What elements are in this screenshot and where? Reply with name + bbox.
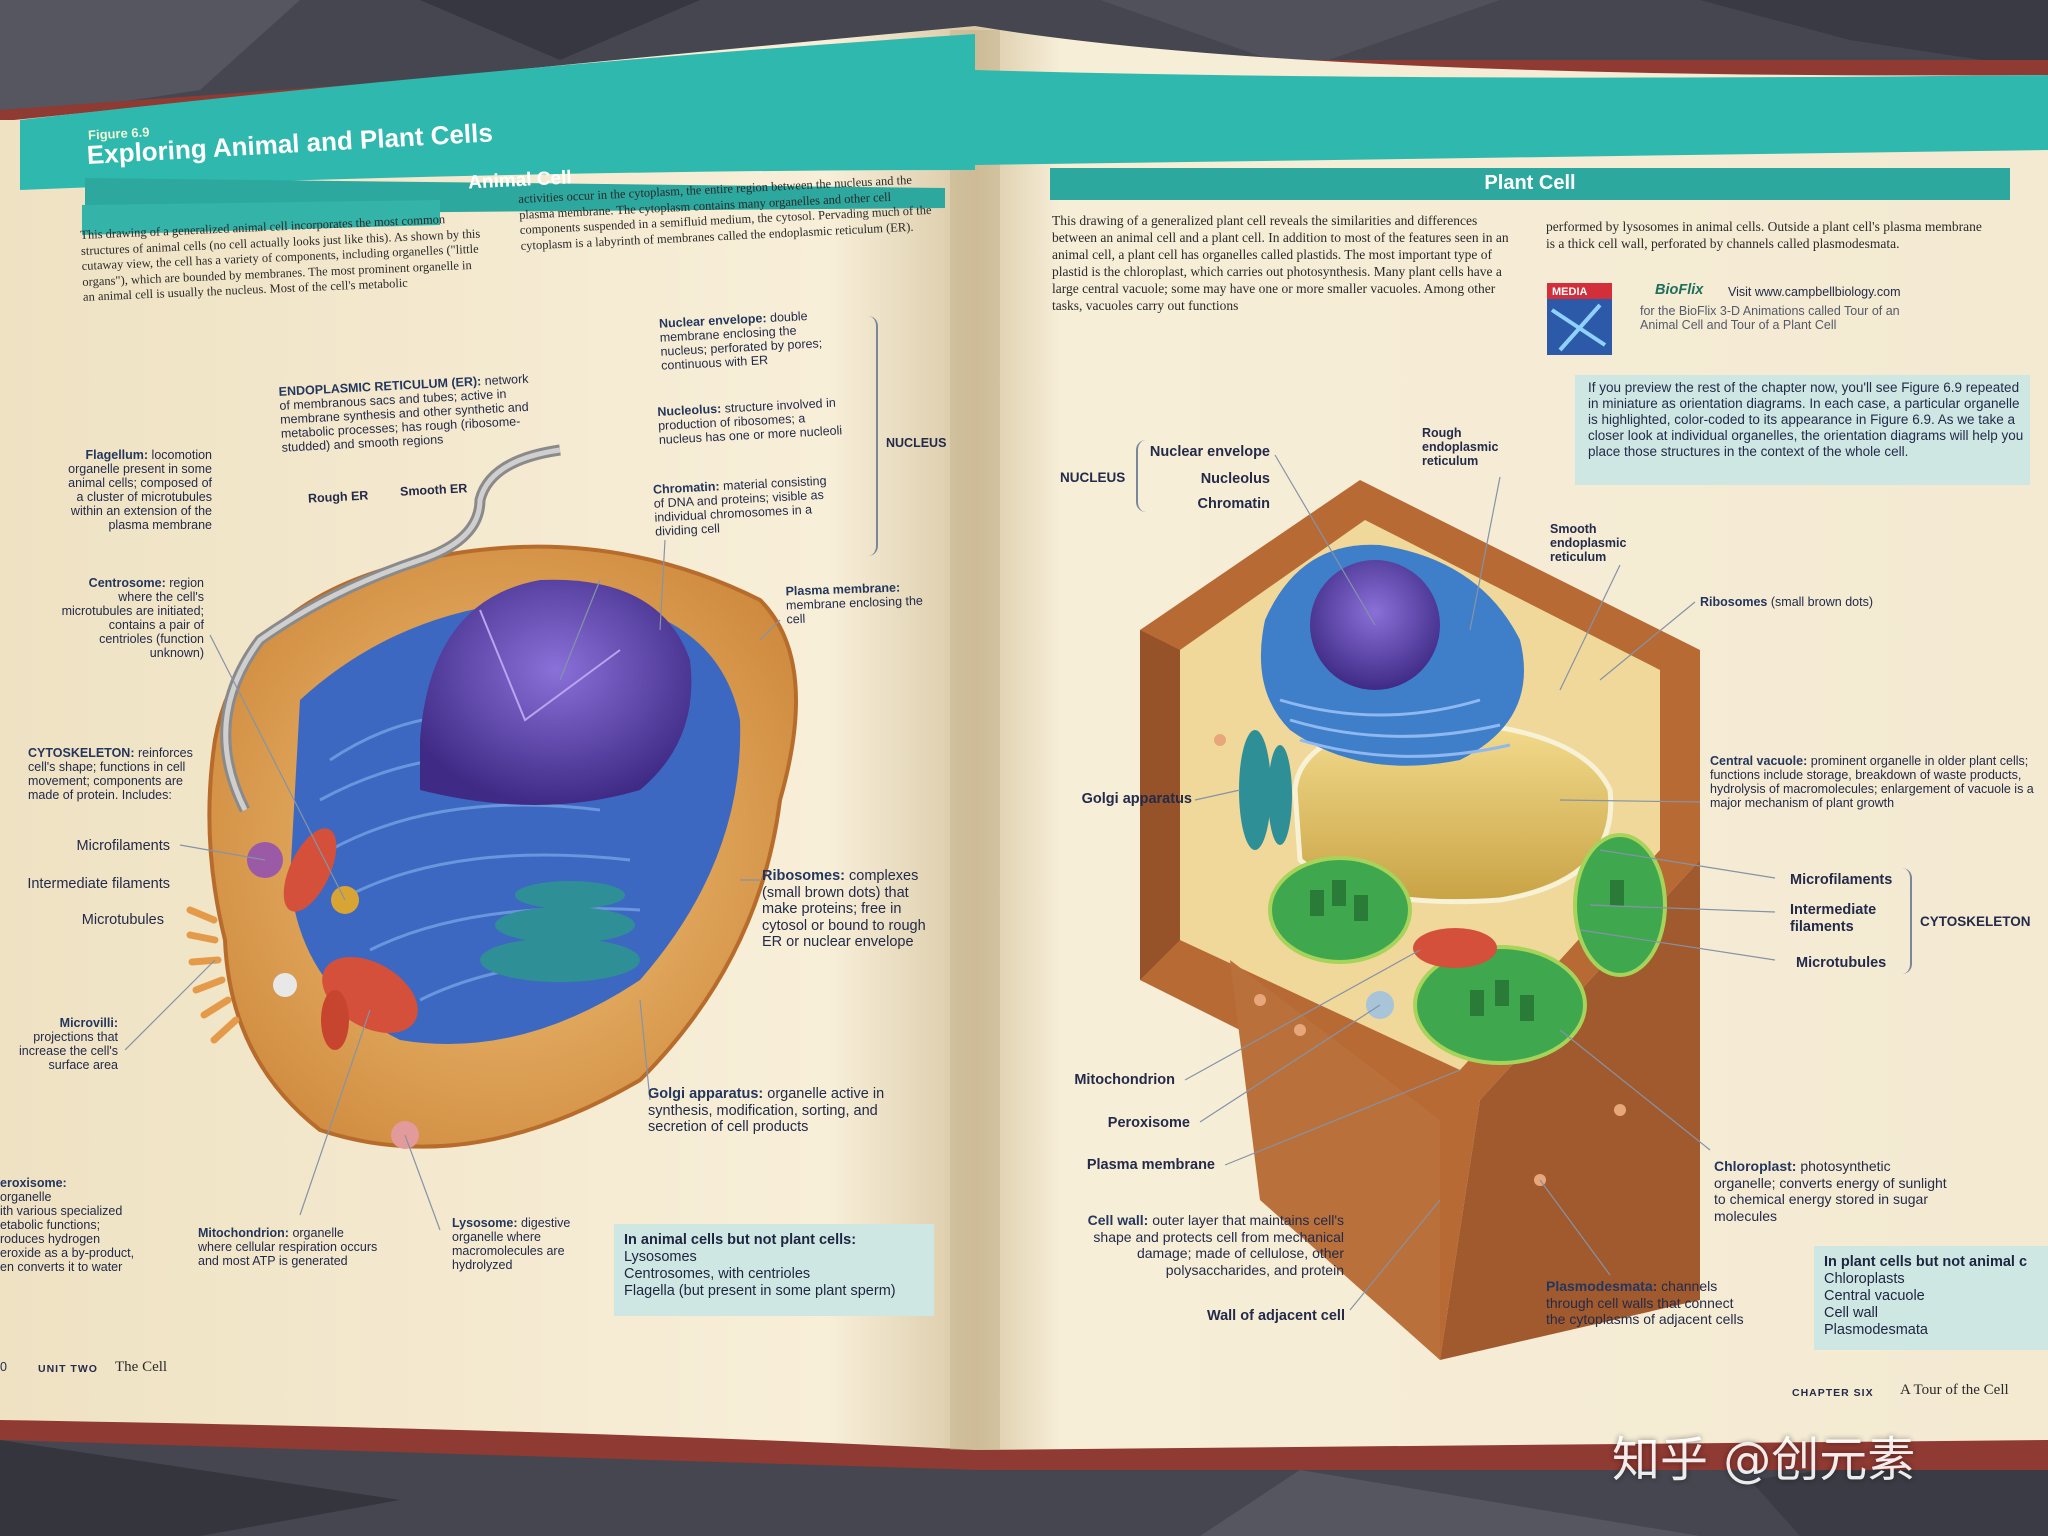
plant-cell-illustration xyxy=(1140,480,1700,1360)
cytoskeleton-plant-label: CYTOSKELETON xyxy=(1920,914,2031,929)
golgi-label: Golgi apparatus: organelle active in syn… xyxy=(648,1086,908,1136)
central-vacuole-label: Central vacuole: prominent organelle in … xyxy=(1710,754,2046,810)
media-badge: MEDIA xyxy=(1552,286,1588,298)
flagellum-title: Flagellum: xyxy=(85,448,149,462)
ribosomes-title: Ribosomes: xyxy=(762,868,845,884)
plasma-membrane-desc: membrane enclosing the cell xyxy=(785,593,924,627)
preview-note: If you preview the rest of the chapter n… xyxy=(1588,380,2024,459)
microvilli-desc: projections that increase the cell's sur… xyxy=(19,1030,118,1072)
centrosome-label: Centrosome: region where the cell's micr… xyxy=(56,576,204,660)
plant-nucleus-label: NUCLEUS xyxy=(1060,470,1126,485)
animal-callout-title: In animal cells but not plant cells: xyxy=(624,1232,857,1248)
chromatin-label: Chromatin: material consisting of DNA an… xyxy=(653,473,836,539)
central-vacuole-desc: prominent organelle in older plant cells… xyxy=(1710,754,2034,810)
plant-only-callout: In plant cells but not animal c Chloropl… xyxy=(1814,1246,2048,1350)
bioflix-visit: Visit www.campbellbiology.com xyxy=(1728,285,1901,299)
bioflix-brand: BioFlix xyxy=(1655,282,1704,298)
microtubules-plant-label: Microtubules xyxy=(1796,955,1887,971)
flagellum-label: Flagellum: locomotion organelle present … xyxy=(62,448,212,532)
central-vacuole-title: Central vacuole: xyxy=(1710,754,1808,768)
animal-callout-item: Centrosomes, with centrioles xyxy=(624,1266,811,1282)
lysosome-label: Lysosome: digestive organelle where macr… xyxy=(452,1216,590,1272)
nucleolus-plant-label: Nucleolus xyxy=(1200,471,1270,487)
cytoskeleton-bracket xyxy=(1900,868,1912,974)
mitochondrion-label: Mitochondrion: organelle where cellular … xyxy=(198,1226,378,1268)
cytoskeleton-desc: reinforces cell's shape; functions in ce… xyxy=(28,746,193,802)
golgi-plant-label: Golgi apparatus xyxy=(1081,791,1192,807)
wall-adjacent-label: Wall of adjacent cell xyxy=(1206,1308,1345,1324)
intermediate-filaments-label: Intermediate filaments xyxy=(27,876,170,892)
flagellum-desc: locomotion organelle present in some ani… xyxy=(68,448,212,532)
bioflix-desc: for the BioFlix 3-D Animations called To… xyxy=(1640,304,1900,332)
plant-intro-col2: performed by lysosomes in animal cells. … xyxy=(1546,219,1982,251)
ribosomes-plant-desc: (small brown dots) xyxy=(1770,595,1873,609)
plasmodesmata-label: Plasmodesmata: channels through cell wal… xyxy=(1546,1278,1756,1328)
plant-callout-title: In plant cells but not animal c xyxy=(1824,1254,2028,1270)
centrosome-desc: region where the cell's microtubules are… xyxy=(61,576,204,660)
centrosome-title: Centrosome: xyxy=(88,576,166,590)
mitochondrion-title: Mitochondrion: xyxy=(198,1226,289,1240)
chloroplast-desc: photosynthetic organelle; converts energ… xyxy=(1714,1158,1947,1224)
peroxisome-desc: organelle ith various specialized etabol… xyxy=(0,1190,135,1274)
microfilaments-plant-label: Microfilaments xyxy=(1790,872,1893,888)
plasmodesmata-title: Plasmodesmata: xyxy=(1546,1278,1658,1294)
golgi-desc: organelle active in synthesis, modificat… xyxy=(648,1086,885,1135)
footer-chapter: CHAPTER SIX xyxy=(1792,1387,1874,1399)
plant-cell-heading: Plant Cell xyxy=(1484,172,1576,194)
microvilli-label: Microvilli: projections that increase th… xyxy=(10,1016,118,1072)
cytoskeleton-title: CYTOSKELETON: xyxy=(28,746,135,760)
plasma-membrane-label: Plasma membrane: membrane enclosing the … xyxy=(785,580,926,627)
plasmodesmata-desc: channels through cell walls that connect… xyxy=(1546,1278,1744,1327)
microfilaments-label: Microfilaments xyxy=(76,838,170,854)
mitochondrion-plant-label: Mitochondrion xyxy=(1074,1072,1175,1088)
lysosome-desc: digestive organelle where macromolecules… xyxy=(452,1216,571,1272)
plant-nucleus-bracket xyxy=(1136,440,1146,512)
animal-cell-illustration xyxy=(186,444,798,1149)
footer-unit: UNIT TWO xyxy=(38,1363,98,1375)
animal-nucleus-label: NUCLEUS xyxy=(886,436,947,450)
nuclear-envelope-label: Nuclear envelope: double membrane enclos… xyxy=(659,307,842,373)
cell-wall-desc: outer layer that maintains cell's shape … xyxy=(1093,1212,1344,1278)
rough-er-plant-label: Rough endoplasmic reticulum xyxy=(1422,426,1499,468)
peroxisome-plant-label: Peroxisome xyxy=(1107,1115,1190,1131)
plant-callout-item: Cell wall xyxy=(1824,1305,1878,1321)
chloroplast-label: Chloroplast: photosynthetic organelle; c… xyxy=(1714,1158,1954,1224)
er-label: ENDOPLASMIC RETICULUM (ER): network of m… xyxy=(278,371,541,455)
nuclear-envelope-plant-label: Nuclear envelope xyxy=(1149,444,1270,460)
microvilli-title: Microvilli: xyxy=(59,1016,118,1030)
zhihu-watermark: 知乎 @创元素 xyxy=(1612,1432,1916,1488)
ribosomes-label: Ribosomes: complexes (small brown dots) … xyxy=(762,868,942,951)
cell-wall-title: Cell wall: xyxy=(1087,1212,1149,1228)
animal-callout-item: Lysosomes xyxy=(624,1249,697,1265)
intermediate-filaments-plant-label: Intermediate filaments xyxy=(1790,902,1877,935)
plant-callout-item: Plasmodesmata xyxy=(1824,1322,1928,1338)
ribosomes-plant-label: Ribosomes (small brown dots) xyxy=(1700,595,2000,609)
mitochondrion-desc: organelle where cellular respiration occ… xyxy=(198,1226,378,1268)
peroxisome-title: eroxisome: xyxy=(0,1176,67,1190)
nucleus-bracket xyxy=(866,316,878,556)
golgi-title: Golgi apparatus: xyxy=(648,1086,764,1102)
plant-callout-item: Chloroplasts xyxy=(1824,1271,1905,1287)
ribosomes-desc: complexes (small brown dots) that make p… xyxy=(762,868,926,950)
plant-callout-item: Central vacuole xyxy=(1824,1288,1925,1304)
footer-unit-title: The Cell xyxy=(115,1359,168,1375)
peroxisome-label: eroxisome: organelle ith various special… xyxy=(0,1162,160,1274)
plant-intro-col1: This drawing of a generalized plant cell… xyxy=(1052,213,1509,313)
microtubules-label: Microtubules xyxy=(81,912,164,928)
footer-chapter-title: A Tour of the Cell xyxy=(1900,1382,2009,1398)
ribosomes-plant-title: Ribosomes xyxy=(1700,595,1768,609)
chromatin-plant-label: Chromatin xyxy=(1197,496,1271,512)
chloroplast-title: Chloroplast: xyxy=(1714,1158,1797,1174)
smooth-er-plant-label: Smooth endoplasmic reticulum xyxy=(1550,522,1627,564)
animal-callout-item: Flagella (but present in some plant sper… xyxy=(624,1283,896,1299)
plasma-membrane-plant-label: Plasma membrane xyxy=(1086,1157,1215,1173)
cytoskeleton-label: CYTOSKELETON: reinforces cell's shape; f… xyxy=(28,746,208,802)
animal-only-callout: In animal cells but not plant cells: Lys… xyxy=(614,1224,934,1316)
lysosome-title: Lysosome: xyxy=(452,1216,518,1230)
footer-page-number: 0 xyxy=(0,1360,7,1374)
cell-wall-label: Cell wall: outer layer that maintains ce… xyxy=(1048,1212,1344,1278)
